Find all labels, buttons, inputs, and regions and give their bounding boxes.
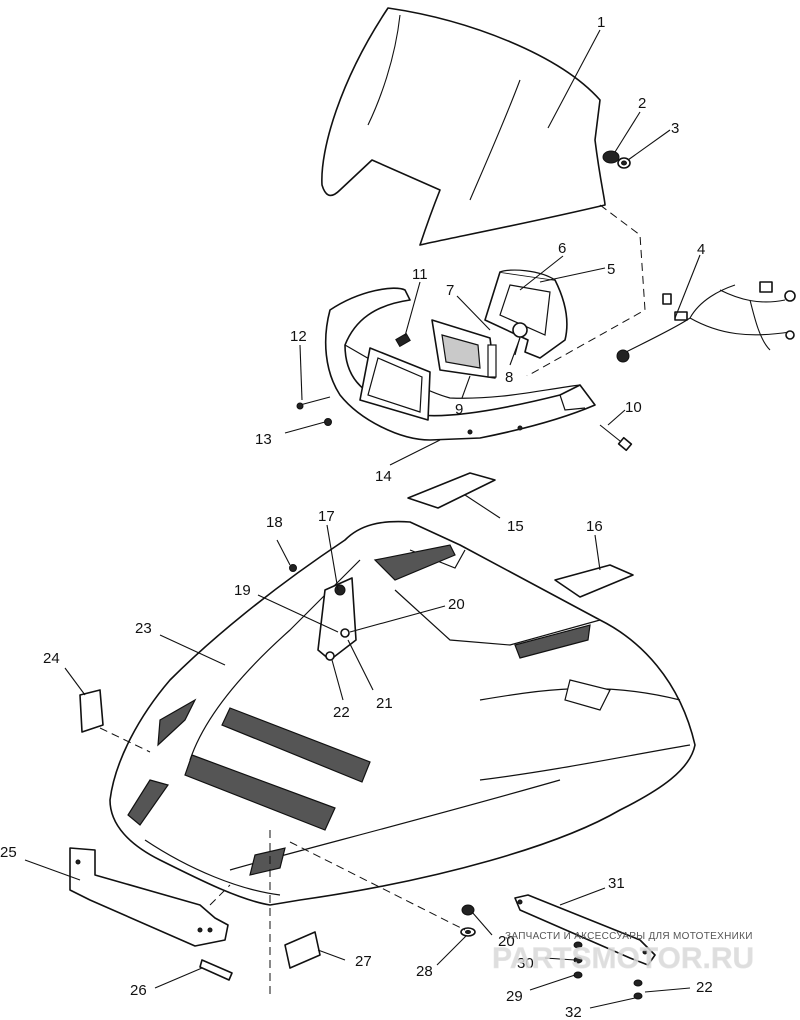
hinge-nut xyxy=(461,904,475,916)
hinge-lock-nut xyxy=(633,979,643,1000)
callout-19: 19 xyxy=(234,582,251,599)
bracket-screw xyxy=(289,564,297,572)
rubber-pad-front xyxy=(284,931,321,969)
callout-4: 4 xyxy=(697,241,705,258)
callout-26: 26 xyxy=(130,982,147,999)
callout-2: 2 xyxy=(638,95,646,112)
callout-28: 28 xyxy=(416,963,433,980)
callout-21: 21 xyxy=(376,695,393,712)
windshield-mount-line xyxy=(519,204,646,381)
callout-22: 22 xyxy=(333,704,350,721)
hinge-washer xyxy=(460,927,476,937)
hood xyxy=(109,520,696,906)
callout-29: 29 xyxy=(506,988,523,1005)
pivot-pin xyxy=(199,959,233,981)
rubber-pad-left xyxy=(79,689,104,733)
callout-20-lower: 20 xyxy=(498,933,515,950)
watermark: ЗАПЧАСТИ И АКСЕССУАРЫ ДЛЯ МОТОТЕХНИКИ PA… xyxy=(492,931,755,975)
windshield xyxy=(321,7,606,246)
windshield-washer xyxy=(617,157,631,169)
hood-vent-top xyxy=(373,544,456,581)
hood-vent-center-lower xyxy=(184,754,336,831)
callout-7: 7 xyxy=(446,282,454,299)
watermark-brand: PARTSMOTOR.RU xyxy=(492,942,754,975)
hood-side-decal xyxy=(554,564,634,598)
wiring-harness xyxy=(616,281,796,363)
callout-11: 11 xyxy=(412,266,428,283)
hinge-assembly-line xyxy=(289,841,466,931)
mount-bracket xyxy=(317,577,357,661)
console-nut-left xyxy=(324,418,332,426)
callout-12: 12 xyxy=(290,328,307,345)
callout-27: 27 xyxy=(355,953,372,970)
callout-30: 30 xyxy=(517,955,534,972)
headlight-lens-frame xyxy=(359,347,431,421)
callout-9: 9 xyxy=(455,401,463,418)
callout-6: 6 xyxy=(558,240,566,257)
callout-14: 14 xyxy=(375,468,392,485)
console-bolt-right xyxy=(599,424,633,452)
hood-vent-left xyxy=(127,779,169,826)
hood-vent-front xyxy=(249,847,286,876)
callout-18: 18 xyxy=(266,514,283,531)
windshield-nut xyxy=(602,150,620,164)
callout-17: 17 xyxy=(318,508,335,525)
hinge-spacer xyxy=(573,941,583,979)
console-decal xyxy=(407,472,496,509)
hood-vent-right xyxy=(514,624,591,659)
watermark-tagline: ЗАПЧАСТИ И АКСЕССУАРЫ ДЛЯ МОТОТЕХНИКИ xyxy=(505,931,753,942)
headlight-lamp xyxy=(431,319,497,379)
hood-hinge-bracket xyxy=(514,894,656,966)
callout-8: 8 xyxy=(505,369,513,386)
callout-3: 3 xyxy=(671,120,679,137)
callout-24: 24 xyxy=(43,650,60,667)
console-screw-left xyxy=(296,396,331,410)
side-panel-assembly-line xyxy=(209,884,231,906)
callout-25: 25 xyxy=(0,844,17,861)
headlight-screw xyxy=(395,332,411,348)
callout-15: 15 xyxy=(507,518,524,535)
headlight-housing xyxy=(484,269,568,359)
hood-vent-center-upper xyxy=(221,707,371,783)
callout-22-lower: 22 xyxy=(696,979,713,996)
callout-13: 13 xyxy=(255,431,272,448)
callout-32: 32 xyxy=(565,1004,582,1020)
leader-lines xyxy=(24,29,701,1009)
callout-31: 31 xyxy=(608,875,625,892)
callout-16: 16 xyxy=(586,518,603,535)
callout-20: 20 xyxy=(448,596,465,613)
side-panel xyxy=(69,847,229,947)
callout-23: 23 xyxy=(135,620,152,637)
callout-5: 5 xyxy=(607,261,615,278)
pad-left-assembly-line xyxy=(99,727,151,753)
callout-10: 10 xyxy=(625,399,642,416)
hood-vent-left-upper xyxy=(157,698,197,747)
callout-labels: 1 2 3 4 5 6 7 8 9 10 11 12 13 14 15 16 1… xyxy=(0,14,713,1020)
callout-1: 1 xyxy=(597,14,605,31)
